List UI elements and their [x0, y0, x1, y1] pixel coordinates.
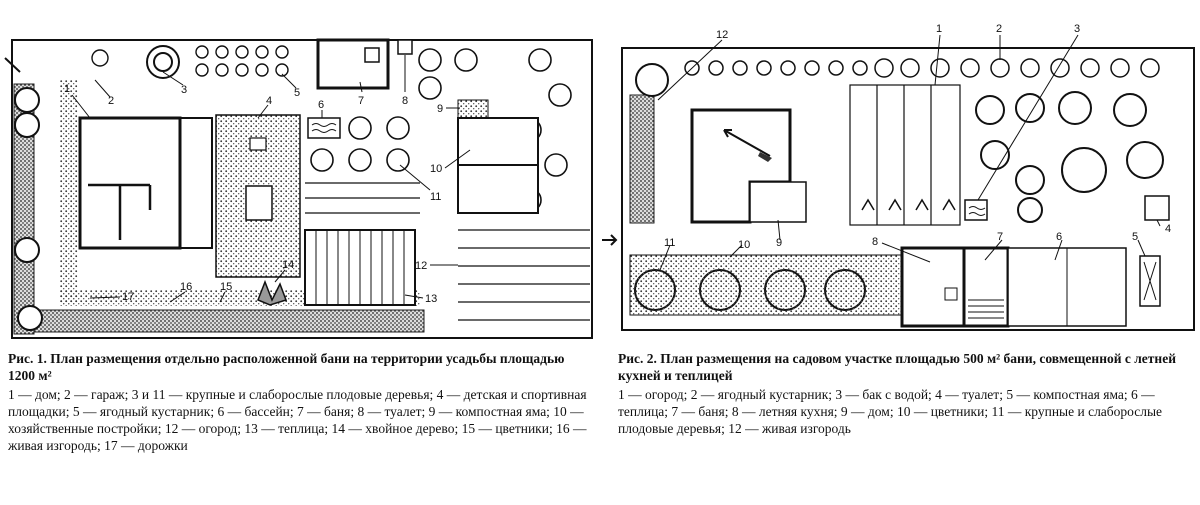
figure-1-caption-title: Рис. 1. План размещения отдельно располо…: [8, 351, 565, 383]
site-boundary-2: [621, 47, 1195, 331]
plan-2-callouts: 1 2 3 4 5 6 7 8 9 10 11 12: [664, 23, 1171, 251]
callout-4: 4: [266, 95, 272, 107]
callout-17: 17: [122, 291, 134, 303]
callout-11: 11: [430, 191, 441, 203]
hedge: [13, 83, 425, 335]
plan-2-drawing: 1 2 3 4 5 6 7 8 9 10 11 12: [602, 23, 1195, 331]
callout-2-2: 2: [996, 23, 1002, 35]
callout-2-4: 4: [1165, 223, 1171, 235]
site-boundary: [11, 39, 593, 339]
figure-1-legend: 1 — дом; 2 — гараж; 3 и 11 — крупные и с…: [8, 387, 587, 453]
callout-5: 5: [294, 87, 300, 99]
compost-pit: [457, 99, 489, 119]
bathhouse: [316, 38, 390, 90]
callout-2-3: 3: [1074, 23, 1080, 35]
callout-2-11: 11: [664, 237, 675, 249]
fruit-trees-large: [14, 45, 180, 331]
callout-2-8: 8: [872, 236, 878, 248]
figure-2-legend: 1 — огород; 2 — ягодный кустарник; 3 — б…: [618, 387, 1163, 436]
pool: [307, 117, 341, 139]
callout-2-10: 10: [738, 239, 750, 251]
toilet-2: [1144, 195, 1170, 221]
plan-1-callouts: 1 2 3 4 5 6 7 8 9 10 11 12 13 14 15 16 1…: [64, 83, 443, 305]
callout-1: 1: [64, 83, 70, 95]
callout-2-9: 9: [776, 237, 782, 249]
figure-1-caption: Рис. 1. План размещения отдельно располо…: [8, 350, 594, 454]
callout-16: 16: [180, 281, 192, 293]
figure-2: 1 2 3 4 5 6 7 8 9 10 11 12: [600, 0, 1200, 345]
callout-15: 15: [220, 281, 232, 293]
playground: [215, 114, 301, 278]
greenhouse-2: [1007, 247, 1127, 327]
callout-9: 9: [437, 103, 443, 115]
bathhouse-2: [944, 246, 1010, 328]
callout-8: 8: [402, 95, 408, 107]
berry-bushes-2: [684, 58, 1160, 78]
house-2: [690, 108, 807, 224]
water-tank: [964, 199, 988, 221]
house: [78, 116, 213, 250]
summer-kitchen: [900, 246, 966, 328]
callout-3: 3: [181, 84, 187, 96]
callout-2-5: 5: [1132, 231, 1138, 243]
walkway: [60, 80, 78, 305]
callout-2-1: 1: [936, 23, 942, 35]
callout-6: 6: [318, 99, 324, 111]
toilet: [397, 39, 413, 55]
callout-7: 7: [358, 95, 364, 107]
figure-2-caption: Рис. 2. План размещения на садовом участ…: [618, 350, 1198, 437]
berry-bushes: [91, 45, 289, 77]
compost-pit-2: [1139, 255, 1161, 307]
vegetable-garden: [305, 182, 590, 321]
callout-10: 10: [430, 163, 442, 175]
vegetable-garden-2: [849, 84, 961, 226]
callout-2-7: 7: [997, 231, 1003, 243]
greenhouse: [304, 229, 416, 306]
callout-2: 2: [108, 95, 114, 107]
fruit-trees-small: [310, 48, 572, 212]
hedge-2: [629, 94, 655, 224]
conifer-tree: [257, 279, 287, 306]
callout-2-12: 12: [716, 29, 728, 41]
flowerbeds-2: [629, 254, 903, 316]
figure-2-caption-title: Рис. 2. План размещения на садовом участ…: [618, 351, 1176, 383]
figure-1: 1 2 3 4 5 6 7 8 9 10 11 12 13 14 15 16 1…: [0, 0, 600, 345]
callout-14: 14: [282, 259, 294, 271]
callout-13: 13: [425, 293, 437, 305]
plan-1-drawing: 1 2 3 4 5 6 7 8 9 10 11 12 13 14 15 16 1…: [4, 38, 593, 339]
callout-2-6: 6: [1056, 231, 1062, 243]
callout-12: 12: [415, 260, 427, 272]
